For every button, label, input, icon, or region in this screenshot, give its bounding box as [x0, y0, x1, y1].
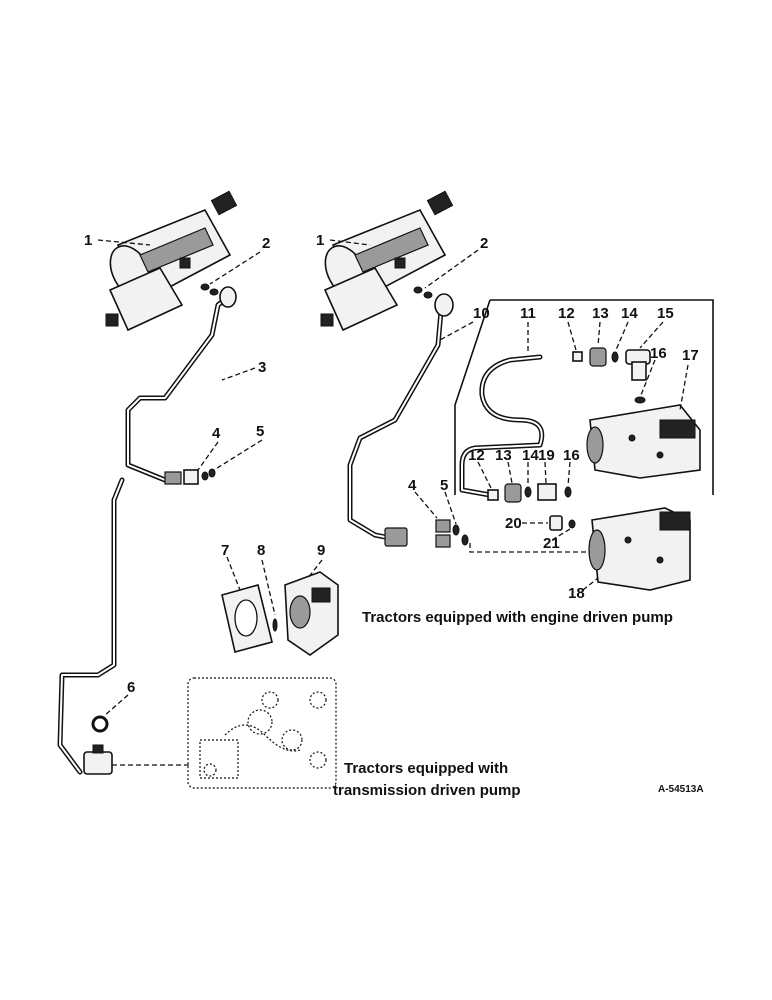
- steering-valve-right: [320, 190, 454, 332]
- fitting-left: [164, 468, 216, 485]
- callout-14-upper: 14: [621, 305, 638, 322]
- steering-valve-left: [105, 190, 238, 332]
- hose: [459, 354, 545, 498]
- callout-12-upper: 12: [558, 305, 575, 322]
- callout-6: 6: [127, 679, 135, 696]
- o-ring-right: [413, 286, 433, 299]
- callout-16-upper: 16: [650, 345, 667, 362]
- callout-18: 18: [568, 585, 585, 602]
- tube-left: [57, 286, 237, 775]
- callout-13-upper: 13: [592, 305, 609, 322]
- callout-19: 19: [538, 447, 555, 464]
- callout-8: 8: [257, 542, 265, 559]
- callout-9: 9: [317, 542, 325, 559]
- fitting-block: [83, 744, 113, 775]
- callout-11: 11: [520, 305, 536, 322]
- fitting-right: [435, 519, 469, 548]
- transmission-cover: [187, 677, 337, 789]
- inset-frame: [454, 299, 714, 495]
- callout-16-lower: 16: [563, 447, 580, 464]
- callout-2-left: 2: [262, 235, 270, 252]
- caption-transmission-line2: transmission driven pump: [333, 782, 521, 799]
- callout-14-lower: 14: [522, 447, 539, 464]
- callout-4-right: 4: [408, 477, 417, 494]
- connector-line-right: [469, 543, 590, 553]
- tube-right: [347, 293, 454, 547]
- engine-pump-upper: [586, 404, 701, 479]
- caption-transmission-line1: Tractors equipped with: [344, 760, 508, 777]
- callout-5-right: 5: [440, 477, 448, 494]
- callout-20: 20: [505, 515, 522, 532]
- leader-lines: [97, 239, 689, 717]
- callout-4-left: 4: [212, 425, 221, 442]
- callout-21: 21: [543, 535, 560, 552]
- callout-1-right: 1: [316, 232, 324, 249]
- seal-ring: [272, 618, 278, 632]
- callout-10: 10: [473, 305, 490, 322]
- reference-number: A-54513A: [658, 784, 704, 795]
- callouts-right: 1 2 10 11 12 13 14 15 16 17 12 13 14 19 …: [316, 232, 699, 602]
- o-ring-left: [200, 283, 219, 296]
- o-ring-6: [91, 715, 109, 733]
- fittings-upper: [572, 347, 651, 404]
- fittings-lower: [487, 483, 572, 503]
- callout-1-left: 1: [84, 232, 92, 249]
- callout-17: 17: [682, 347, 699, 364]
- callout-3: 3: [258, 359, 266, 376]
- callouts-left: 1 2 3 4 5 7 8 9 6: [84, 232, 325, 696]
- plug: [549, 515, 576, 531]
- callout-12-lower: 12: [468, 447, 485, 464]
- callout-15: 15: [657, 305, 674, 322]
- transmission-pump: [284, 571, 339, 656]
- callout-13-lower: 13: [495, 447, 512, 464]
- engine-pump-lower: [588, 507, 691, 591]
- callout-2-right: 2: [480, 235, 488, 252]
- callout-5-left: 5: [256, 423, 264, 440]
- callout-7: 7: [221, 542, 229, 559]
- caption-engine-driven: Tractors equipped with engine driven pum…: [362, 609, 673, 626]
- gasket: [221, 584, 273, 653]
